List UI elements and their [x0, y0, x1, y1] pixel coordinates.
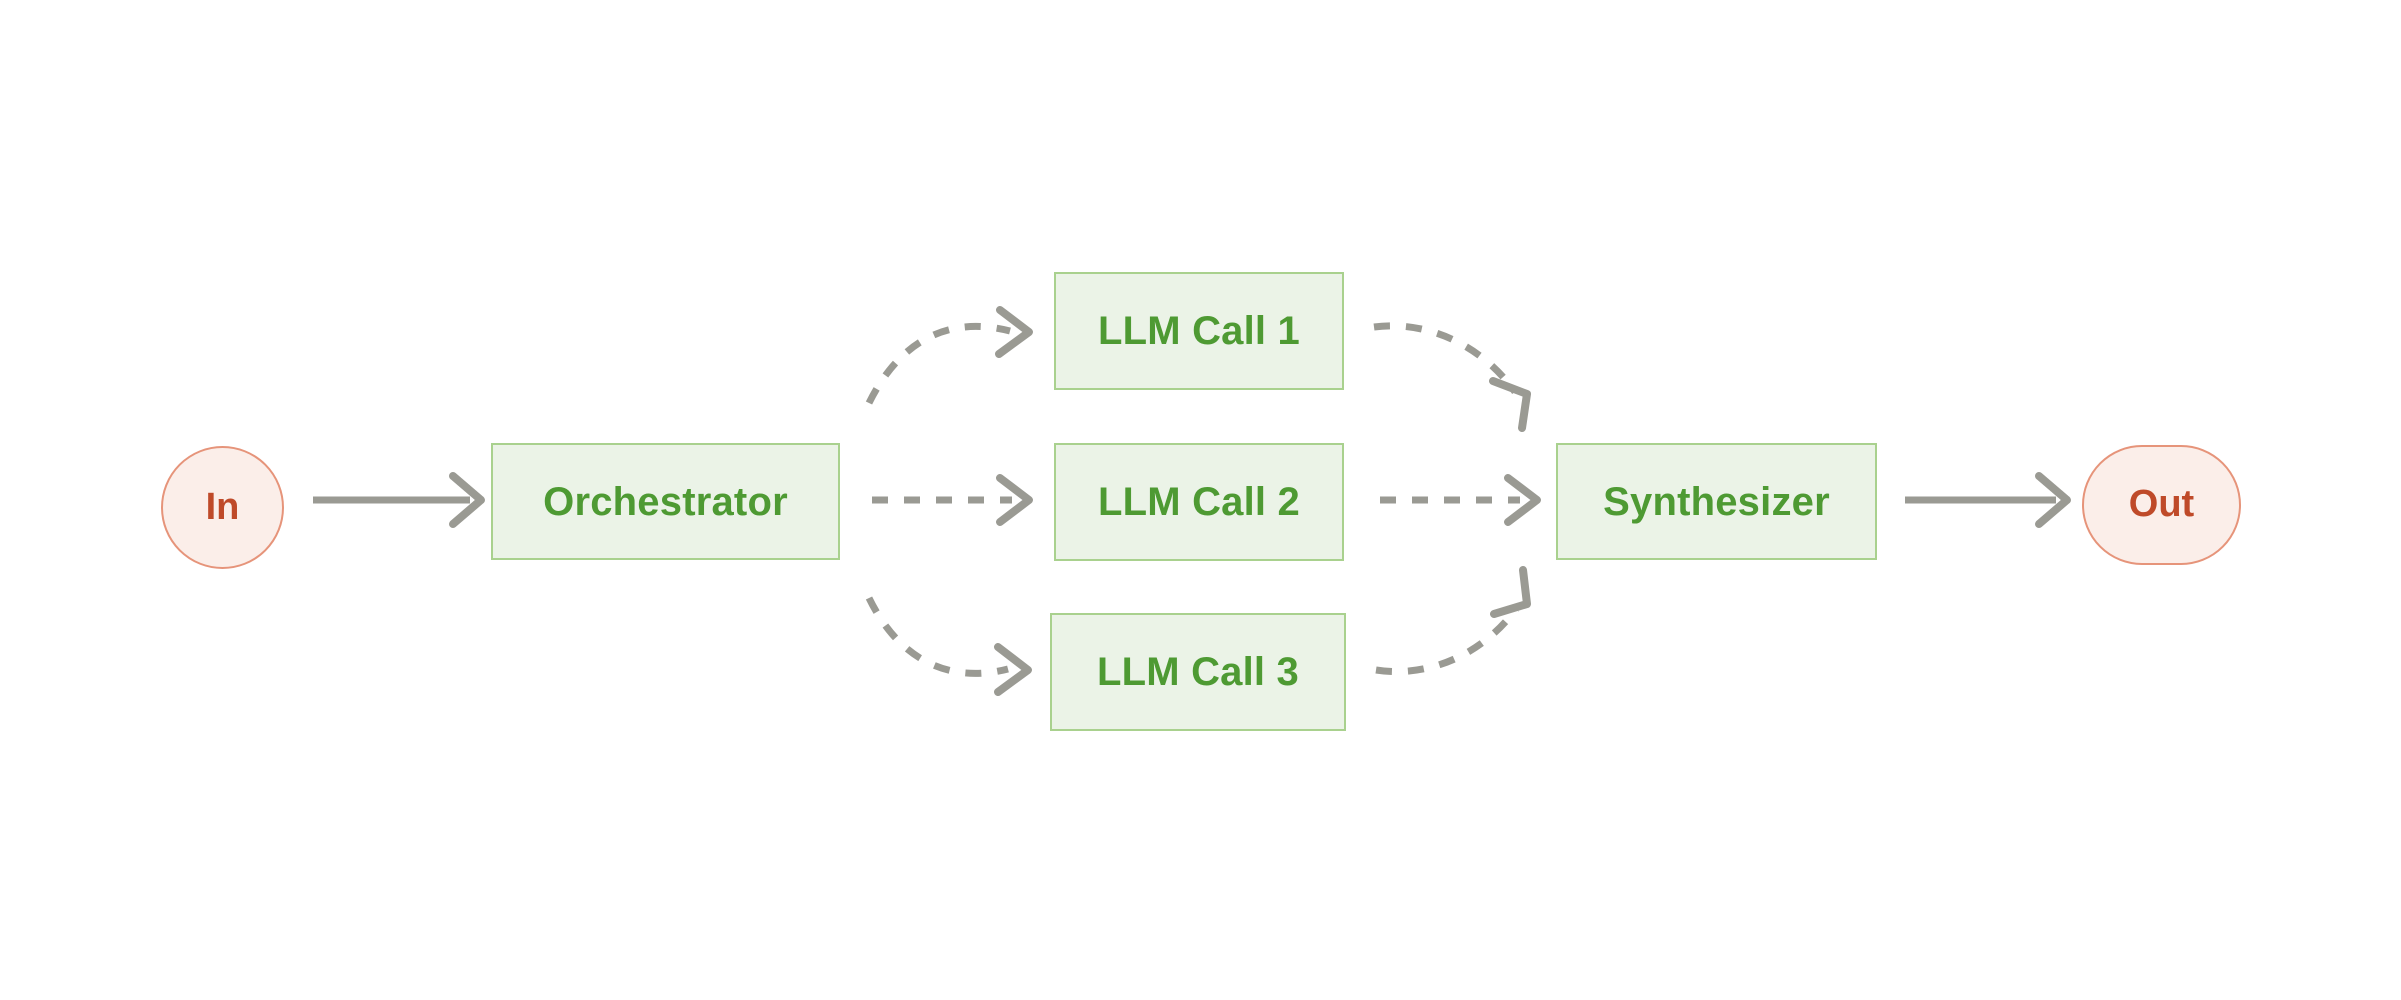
- edge-synthesizer-to-out: [1905, 472, 2071, 528]
- node-llm-call-1[interactable]: LLM Call 1: [1054, 272, 1344, 390]
- node-out-label: Out: [2128, 483, 2195, 526]
- node-orchestrator[interactable]: Orchestrator: [491, 443, 840, 560]
- node-llm-call-1-label: LLM Call 1: [1097, 309, 1301, 353]
- edge-llm3-to-synthesizer: [1375, 566, 1531, 676]
- node-in-label: In: [205, 485, 240, 528]
- node-out[interactable]: Out: [2082, 445, 2241, 565]
- node-in[interactable]: In: [161, 446, 284, 569]
- node-llm-call-2-label: LLM Call 2: [1097, 480, 1301, 524]
- node-orchestrator-label: Orchestrator: [543, 479, 788, 524]
- edge-orchestrator-to-llm2: [872, 474, 1033, 526]
- edge-in-to-orchestrator: [313, 472, 485, 528]
- node-llm-call-3[interactable]: LLM Call 3: [1050, 613, 1346, 731]
- node-synthesizer[interactable]: Synthesizer: [1556, 443, 1877, 560]
- edge-orchestrator-to-llm3: [865, 596, 1032, 696]
- edge-orchestrator-to-llm1: [865, 306, 1033, 405]
- edge-llm2-to-synthesizer: [1380, 474, 1541, 526]
- node-synthesizer-label: Synthesizer: [1603, 479, 1830, 524]
- node-llm-call-2[interactable]: LLM Call 2: [1054, 443, 1344, 561]
- node-llm-call-3-label: LLM Call 3: [1096, 650, 1300, 694]
- edge-llm1-to-synthesizer: [1373, 322, 1531, 432]
